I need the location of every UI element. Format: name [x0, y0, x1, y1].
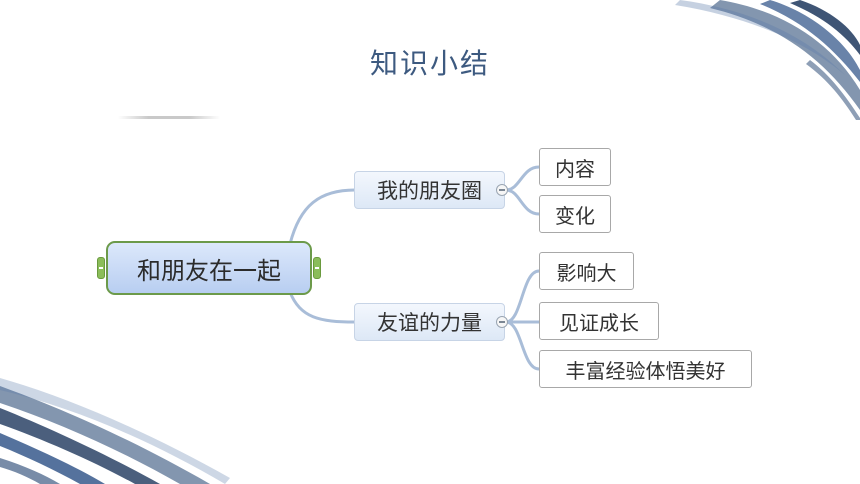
leaf-node-enrich-experience[interactable]: 丰富经验体悟美好 — [539, 350, 752, 388]
title-underline — [118, 116, 220, 119]
leaf-node-change[interactable]: 变化 — [539, 195, 611, 233]
branch-node-power-of-friendship[interactable]: 友谊的力量 — [354, 303, 505, 341]
root-node-label: 和朋友在一起 — [137, 256, 281, 285]
leaf-node-label: 影响大 — [556, 260, 617, 285]
branch-node-label: 我的朋友圈 — [377, 179, 482, 203]
connector-branch-2-leaf-3 — [504, 320, 541, 371]
branch-node-label: 友谊的力量 — [377, 311, 482, 335]
brush-decoration-bottom-left — [0, 378, 230, 484]
leaf-node-witness-growth[interactable]: 见证成长 — [539, 302, 659, 340]
branch-2-collapse-handle[interactable] — [496, 316, 508, 328]
leaf-node-label: 变化 — [555, 203, 595, 228]
branch-1-collapse-handle[interactable] — [496, 184, 508, 196]
root-collapse-left-handle[interactable] — [97, 257, 105, 279]
leaf-node-big-influence[interactable]: 影响大 — [539, 252, 634, 290]
slide-title: 知识小结 — [369, 47, 490, 80]
brush-decoration-top-right — [675, 0, 860, 120]
connector-branch-2-leaf-1 — [504, 269, 541, 324]
connector-branch-1-leaf-2 — [504, 188, 541, 216]
leaf-node-label: 丰富经验体悟美好 — [565, 358, 726, 383]
leaf-node-label: 内容 — [555, 156, 595, 181]
connector-root-branch-1 — [288, 188, 357, 246]
mindmap-root-node[interactable]: 和朋友在一起 — [106, 241, 312, 295]
connector-root-branch-2 — [288, 290, 357, 324]
root-collapse-right-handle[interactable] — [313, 257, 321, 279]
leaf-node-content[interactable]: 内容 — [539, 148, 611, 186]
branch-node-my-friends[interactable]: 我的朋友圈 — [354, 171, 505, 209]
leaf-node-label: 见证成长 — [559, 310, 639, 335]
connector-branch-1-leaf-1 — [504, 165, 541, 192]
